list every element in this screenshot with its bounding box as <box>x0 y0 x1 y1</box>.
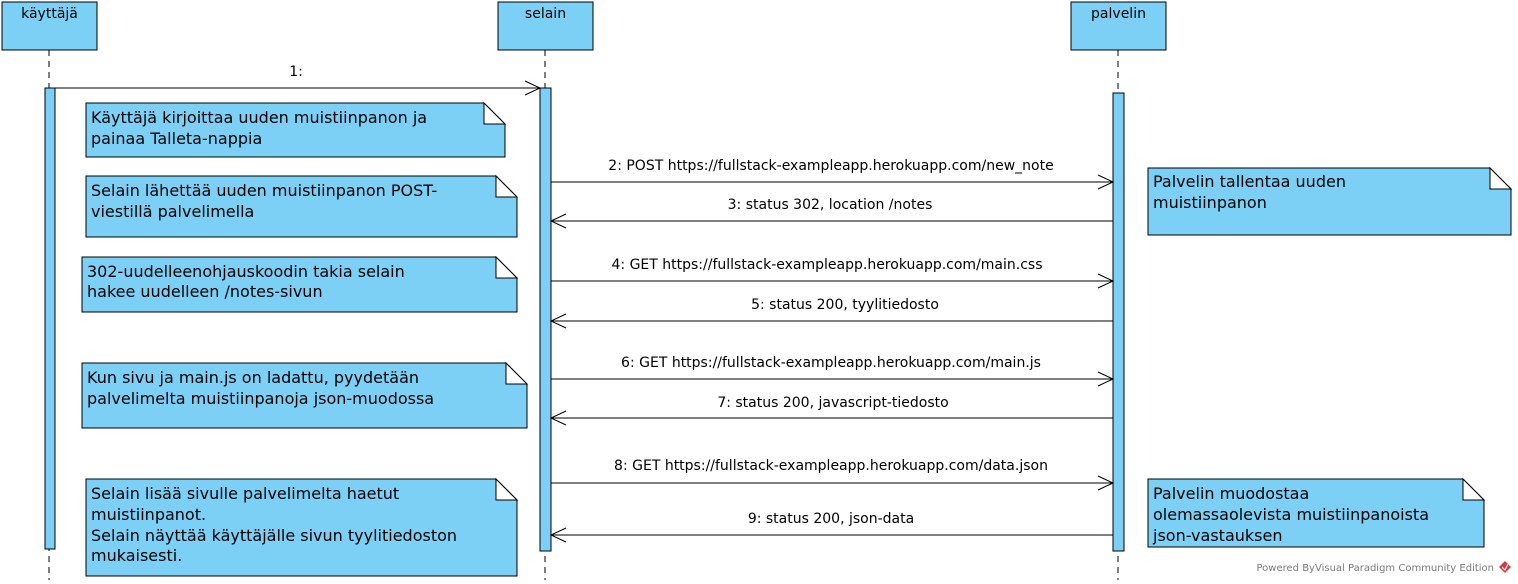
note-line: Selain lisää sivulle palvelimelta haetut <box>91 484 399 503</box>
message-label: 1: <box>289 64 303 80</box>
arrow-head-icon <box>524 80 542 96</box>
activation-browser <box>539 87 552 552</box>
note-line: muistiinpanot. <box>91 505 206 524</box>
note-fold-icon <box>505 361 529 385</box>
note-shape <box>85 478 518 577</box>
participant-box <box>497 1 594 51</box>
note-line: palvelimelta muistiinpanoja json-muodoss… <box>87 389 434 408</box>
note-line: Käyttäjä kirjoittaa uuden muistiinpanon … <box>91 108 427 127</box>
note-line: Palvelin tallentaa uuden <box>1153 172 1346 191</box>
note-browser-posts: Selain lähettää uuden muistiinpanon POST… <box>85 174 519 238</box>
message-label: 5: status 200, tyylitiedosto <box>751 297 939 313</box>
message-1: 1: <box>55 64 542 96</box>
note-fold-icon <box>1489 166 1513 190</box>
message-4: 4: GET https://fullstack-exampleapp.hero… <box>551 257 1115 289</box>
message-label: 4: GET https://fullstack-exampleapp.hero… <box>612 257 1043 273</box>
note-fold-icon <box>495 174 519 198</box>
arrow-head-icon <box>1097 273 1115 289</box>
note-shape <box>1147 167 1512 236</box>
note-server-json: Palvelin muodostaa olemassaolevista muis… <box>1147 477 1486 548</box>
note-line: viestillä palvelimella <box>91 202 254 221</box>
arrow-head-icon <box>549 313 567 329</box>
message-label: 8: GET https://fullstack-exampleapp.hero… <box>614 458 1048 474</box>
arrow-head-icon <box>1097 475 1115 491</box>
participant-box <box>1 1 98 51</box>
watermark: Powered ByVisual Paradigm Community Edit… <box>1257 561 1511 574</box>
arrow-head-icon <box>1097 174 1115 190</box>
note-fold-icon <box>495 255 519 279</box>
note-line: Kun sivu ja main.js on ladattu, pyydetää… <box>87 368 419 387</box>
participant-box <box>1070 1 1167 51</box>
note-render-notes: Selain lisää sivulle palvelimelta haetut… <box>85 477 519 577</box>
message-7: 7: status 200, javascript-tiedosto <box>549 395 1113 426</box>
message-6: 6: GET https://fullstack-exampleapp.hero… <box>551 355 1115 387</box>
note-line: hakee uudelleen /notes-sivun <box>87 282 323 301</box>
visual-paradigm-logo-icon <box>1499 561 1511 573</box>
note-redirect: 302-uudelleenohjauskoodin takia selain h… <box>81 255 519 313</box>
message-label: 2: POST https://fullstack-exampleapp.her… <box>608 158 1053 174</box>
note-shape <box>85 175 518 238</box>
arrow-head-icon <box>549 410 567 426</box>
note-fold-icon <box>1462 477 1486 501</box>
note-line: mukaisesti. <box>91 546 182 565</box>
note-fetch-json: Kun sivu ja main.js on ladattu, pyydetää… <box>81 361 529 429</box>
message-label: 9: status 200, json-data <box>748 511 914 527</box>
note-line: Palvelin muodostaa <box>1153 484 1309 503</box>
participant-server: palvelin <box>1070 1 1167 51</box>
watermark-text: Powered ByVisual Paradigm Community Edit… <box>1257 563 1495 574</box>
arrow-head-icon <box>549 527 567 543</box>
message-2: 2: POST https://fullstack-exampleapp.her… <box>551 158 1115 190</box>
message-3: 3: status 302, location /notes <box>549 197 1113 229</box>
note-line: json-vastauksen <box>1152 526 1282 545</box>
message-label: 7: status 200, javascript-tiedosto <box>717 395 948 411</box>
note-line: 302-uudelleenohjauskoodin takia selain <box>87 262 405 281</box>
note-user-writes: Käyttäjä kirjoittaa uuden muistiinpanon … <box>85 101 507 158</box>
arrow-head-icon <box>1097 371 1115 387</box>
note-line: painaa Talleta-nappia <box>91 129 262 148</box>
note-shape <box>1147 478 1485 548</box>
participant-label: käyttäjä <box>21 6 78 22</box>
participant-label: selain <box>525 6 566 22</box>
note-shape <box>85 102 506 158</box>
message-label: 3: status 302, location /notes <box>728 197 933 213</box>
arrow-head-icon <box>549 213 567 229</box>
participant-browser: selain <box>497 1 594 51</box>
note-fold-icon <box>483 101 507 125</box>
note-shape <box>81 256 518 313</box>
note-line: Selain näyttää käyttäjälle sivun tyyliti… <box>91 526 457 545</box>
message-8: 8: GET https://fullstack-exampleapp.hero… <box>551 458 1115 491</box>
message-label: 6: GET https://fullstack-exampleapp.hero… <box>621 355 1041 371</box>
note-server-saves: Palvelin tallentaa uuden muistiinpanon <box>1147 166 1513 236</box>
note-line: olemassaolevista muistiinpanoista <box>1153 505 1429 524</box>
note-shape <box>81 362 528 429</box>
message-9: 9: status 200, json-data <box>549 511 1113 543</box>
note-line: Selain lähettää uuden muistiinpanon POST… <box>91 181 437 200</box>
participant-user: käyttäjä <box>1 1 98 51</box>
activation-user <box>44 87 56 550</box>
message-5: 5: status 200, tyylitiedosto <box>549 297 1113 329</box>
note-line: muistiinpanon <box>1153 193 1267 212</box>
note-fold-icon <box>495 477 519 501</box>
activation-server <box>1112 92 1125 552</box>
participant-label: palvelin <box>1091 6 1146 22</box>
